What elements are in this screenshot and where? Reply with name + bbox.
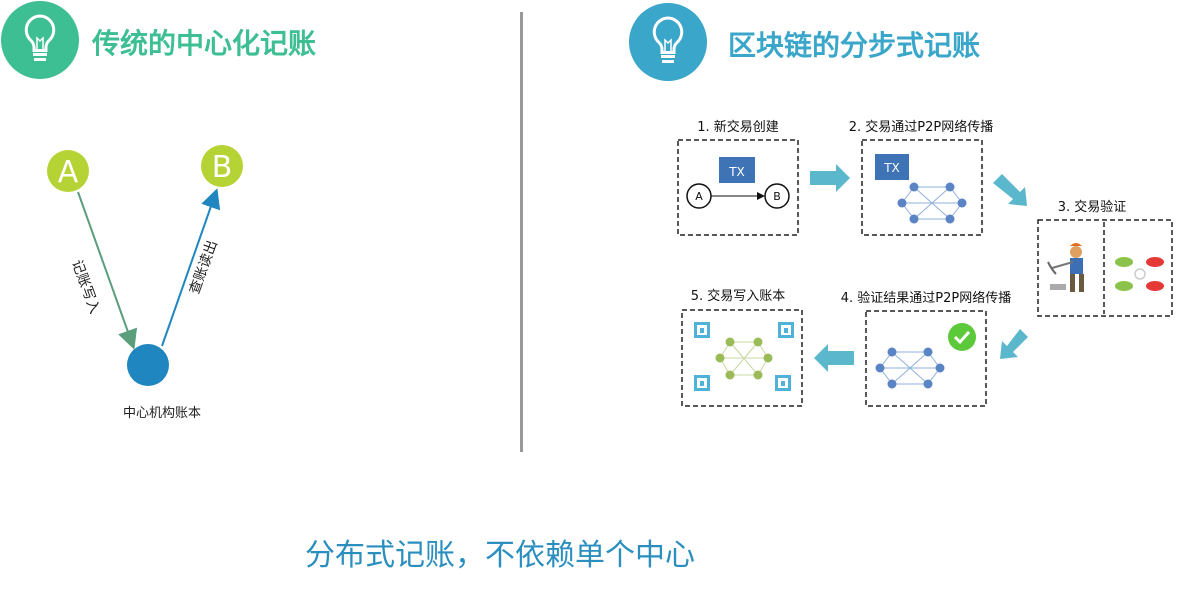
check-icon (948, 323, 976, 351)
edge-write-arrow (77, 191, 138, 350)
p2p-network-2 (897, 182, 967, 224)
edge-write-label: 记账写入 (68, 258, 102, 316)
flow-arrow-4 (814, 344, 854, 372)
step-1-box (677, 139, 799, 236)
lightbulb-icon-right (629, 3, 707, 81)
node-a-circle (47, 150, 89, 192)
verify-signals-icon (1115, 257, 1164, 291)
flow-arrow-3 (1000, 329, 1028, 359)
tx-label-2: TX (883, 161, 900, 175)
step-2-label: 2. 交易通过P2P网络传播 (849, 119, 994, 135)
right-title: 区块链的分步式记账 (728, 29, 981, 62)
step-5-box (681, 309, 803, 407)
footer-slogan: 分布式记账，不依赖单个中心 (305, 538, 695, 573)
miner-icon (1047, 243, 1084, 292)
node-b-label: B (212, 150, 233, 185)
edge-read-arrow (161, 188, 221, 347)
tx-box-1 (719, 157, 755, 183)
distributed-diagram: 1. 新交易创建 TX A B 2. 交易通过P2P网络传播 TX 3. 交易验… (677, 119, 1173, 407)
tx-label-1: TX (728, 165, 745, 179)
edge-read-label: 查账读出 (186, 238, 221, 296)
ledger-book-icons (694, 322, 794, 391)
flow-arrow-1 (810, 164, 850, 192)
p2p-network-4 (875, 347, 945, 389)
tx-box-2 (875, 154, 909, 180)
step-4-box (865, 310, 987, 407)
node-a-label: A (58, 155, 79, 190)
step-3-box (1037, 219, 1173, 317)
step-4-label: 4. 验证结果通过P2P网络传播 (841, 290, 1012, 306)
flow-arrow-2 (993, 174, 1027, 206)
vertical-divider (520, 12, 523, 452)
step-5-label: 5. 交易写入账本 (691, 288, 786, 304)
tx-node-a (686, 183, 712, 209)
ledger-network (715, 337, 773, 380)
tx-node-b (764, 183, 790, 209)
center-ledger-label: 中心机构账本 (123, 406, 201, 421)
tx-node-b-label: B (773, 190, 781, 203)
centralized-diagram: A B 记账写入 查账读出 中心机构账本 (47, 145, 243, 421)
center-ledger-node (127, 344, 169, 386)
step-3-label: 3. 交易验证 (1058, 199, 1127, 215)
left-title: 传统的中心化记账 (92, 27, 317, 60)
node-b-circle (201, 145, 243, 187)
tx-node-a-label: A (695, 190, 703, 203)
lightbulb-icon-left (1, 1, 79, 79)
step-1-label: 1. 新交易创建 (697, 119, 779, 135)
step-2-box (861, 139, 983, 236)
